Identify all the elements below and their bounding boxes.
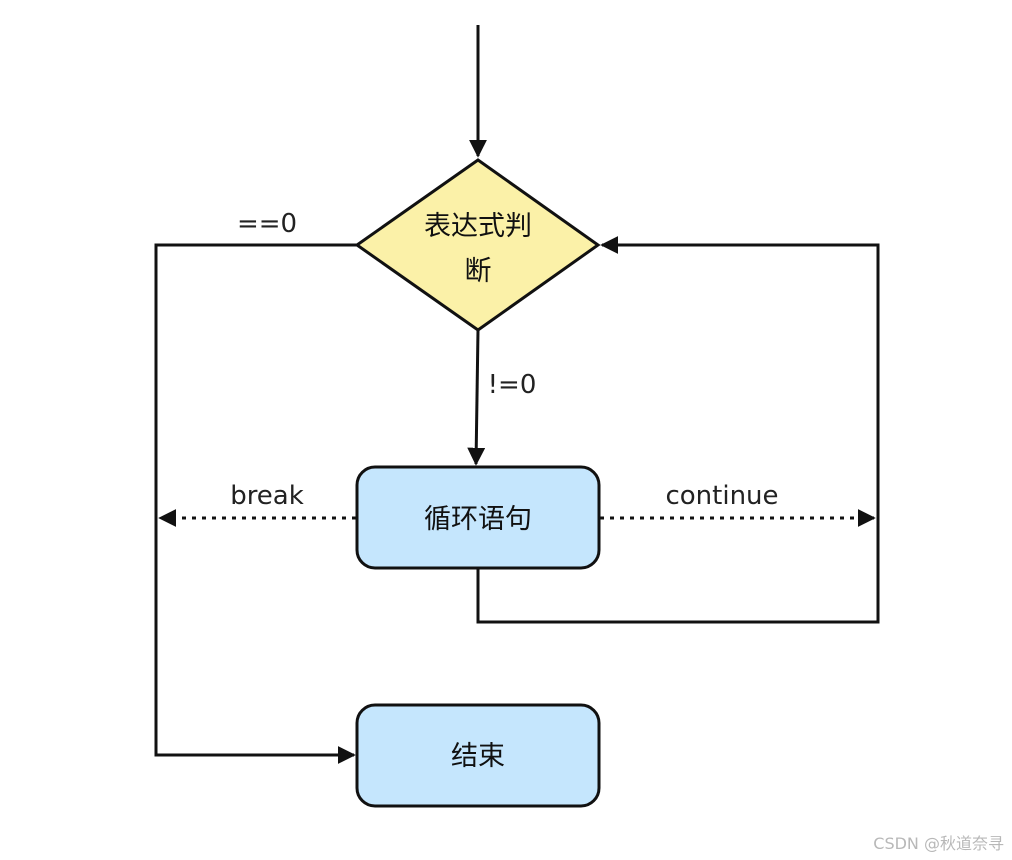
condition-diamond [354, 158, 601, 332]
loop-body-box [355, 465, 601, 570]
loop-back-edge [476, 236, 880, 624]
false-branch-label: ==0 [237, 209, 297, 239]
loop-body-label: 循环语句 [424, 504, 532, 535]
true-branch-edge [467, 329, 486, 466]
break-label: break [230, 481, 304, 511]
true-branch-label: !=0 [488, 370, 537, 400]
condition-label-line2: 断 [465, 256, 492, 287]
continue-label: continue [665, 481, 778, 511]
end-label: 结束 [451, 741, 505, 772]
false-branch-edge [154, 243, 357, 764]
watermark: CSDN @秋道奈寻 [873, 834, 1004, 853]
end-box [355, 703, 601, 808]
condition-label-line1: 表达式判 [424, 211, 532, 242]
